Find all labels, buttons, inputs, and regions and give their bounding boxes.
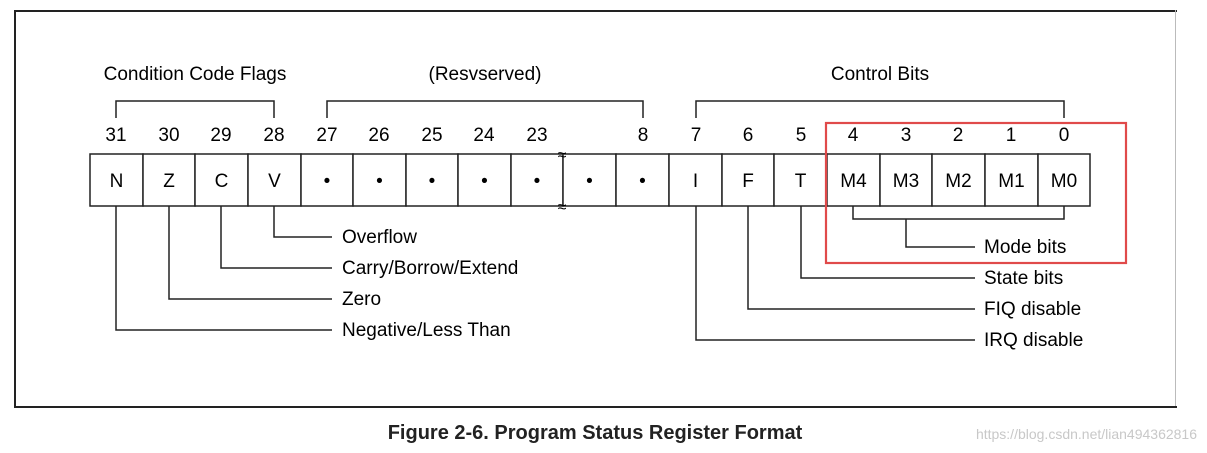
bit-number: 28 bbox=[263, 125, 284, 146]
callout-line-fiq bbox=[747, 206, 975, 310]
bit-number: 23 bbox=[526, 125, 547, 146]
register-cell-label: I bbox=[693, 171, 698, 192]
bit-number: 27 bbox=[316, 125, 337, 146]
callout-mode-bits: Mode bits bbox=[984, 237, 1066, 258]
register-cell-label: • bbox=[429, 171, 436, 192]
callout-line-irq bbox=[695, 206, 975, 341]
register-cell-label: • bbox=[481, 171, 488, 192]
register-cell-label: • bbox=[586, 171, 593, 192]
right-callout-lines bbox=[695, 206, 1065, 341]
group-label-reserved: (Resvserved) bbox=[429, 64, 542, 85]
register-cell-label: M0 bbox=[1051, 171, 1077, 192]
frame-right-border bbox=[1175, 10, 1176, 408]
register-cell bbox=[562, 153, 617, 207]
register-cell-label: C bbox=[215, 171, 229, 192]
watermark: https://blog.csdn.net/lian494362816 bbox=[975, 426, 1197, 442]
register-cell bbox=[615, 153, 670, 207]
callout-overflow: Overflow bbox=[342, 227, 417, 248]
bit-number: 25 bbox=[421, 125, 442, 146]
bracket-condition-flags bbox=[115, 100, 275, 118]
bit-number: 31 bbox=[105, 125, 126, 146]
bracket-reserved bbox=[326, 100, 644, 118]
group-label-condition-flags: Condition Code Flags bbox=[104, 64, 287, 85]
group-brackets bbox=[115, 100, 1065, 118]
figure-caption: Figure 2-6. Program Status Register Form… bbox=[387, 422, 803, 444]
callout-line-overflow bbox=[273, 206, 332, 238]
register-cell-label: M2 bbox=[945, 171, 971, 192]
register-cell bbox=[826, 153, 881, 207]
bit-number-row: 31 30 29 28 27 26 25 24 23 8 7 6 5 4 3 2 1 0 bbox=[105, 125, 1069, 146]
left-callout-lines bbox=[115, 206, 332, 331]
register-cell bbox=[931, 153, 986, 207]
register-cell-label: • bbox=[534, 171, 541, 192]
callout-zero: Zero bbox=[342, 289, 381, 310]
bit-number: 0 bbox=[1059, 125, 1070, 146]
register-cell-label: N bbox=[110, 171, 124, 192]
register-cell bbox=[984, 153, 1039, 207]
bit-number: 6 bbox=[743, 125, 754, 146]
register-cell bbox=[510, 153, 564, 207]
bit-number: 29 bbox=[210, 125, 231, 146]
callout-carry: Carry/Borrow/Extend bbox=[342, 258, 518, 279]
group-label-control-bits: Control Bits bbox=[831, 64, 929, 85]
callout-line-mode bbox=[905, 219, 975, 248]
break-mark-bottom: ≈ bbox=[558, 199, 567, 216]
register-cell bbox=[457, 153, 512, 207]
bit-number: 7 bbox=[691, 125, 702, 146]
bit-number: 1 bbox=[1006, 125, 1017, 146]
register-cell bbox=[247, 153, 302, 207]
frame-bottom-border bbox=[14, 406, 1177, 408]
register-cell-label: M3 bbox=[893, 171, 919, 192]
register-cell-label: • bbox=[639, 171, 646, 192]
register-cell-label: V bbox=[268, 171, 281, 192]
break-mark-top: ≈ bbox=[558, 147, 567, 164]
frame-top-border bbox=[14, 10, 1177, 12]
callout-line-state bbox=[800, 206, 975, 279]
bit-number: 26 bbox=[368, 125, 389, 146]
bit-number: 3 bbox=[901, 125, 912, 146]
callout-line-negative bbox=[115, 206, 332, 331]
register-cell-label: F bbox=[742, 171, 754, 192]
bit-number: 4 bbox=[848, 125, 859, 146]
register-cell bbox=[300, 153, 354, 207]
callout-fiq-disable: FIQ disable bbox=[984, 299, 1081, 320]
register-cell-label: M1 bbox=[998, 171, 1024, 192]
register-cell-label: M4 bbox=[840, 171, 867, 192]
callout-irq-disable: IRQ disable bbox=[984, 330, 1083, 351]
bracket-control-bits bbox=[695, 100, 1065, 118]
register-cell-label: Z bbox=[163, 171, 175, 192]
register-cell-label: • bbox=[324, 171, 331, 192]
bit-number: 2 bbox=[953, 125, 964, 146]
bit-number: 30 bbox=[158, 125, 179, 146]
mode-bits-bracket bbox=[852, 206, 1065, 220]
callout-state-bits: State bits bbox=[984, 268, 1063, 289]
register-cell-label: T bbox=[795, 171, 807, 192]
register-cell bbox=[405, 153, 459, 207]
callout-negative: Negative/Less Than bbox=[342, 320, 511, 341]
frame-left-border bbox=[14, 10, 16, 408]
mode-bits-highlight-box bbox=[824, 121, 1128, 265]
register-cell bbox=[668, 153, 723, 207]
register-cell bbox=[352, 153, 407, 207]
register-cell bbox=[879, 153, 933, 207]
bit-number: 5 bbox=[796, 125, 807, 146]
register-cells: N Z C V • • • • • • • I F T M4 M3 M2 M1 M0 bbox=[89, 153, 1091, 207]
callout-line-zero bbox=[168, 206, 332, 300]
bit-number: 8 bbox=[638, 125, 649, 146]
register-cell-label: • bbox=[376, 171, 383, 192]
bit-number: 24 bbox=[473, 125, 495, 146]
callout-line-carry bbox=[220, 206, 332, 269]
